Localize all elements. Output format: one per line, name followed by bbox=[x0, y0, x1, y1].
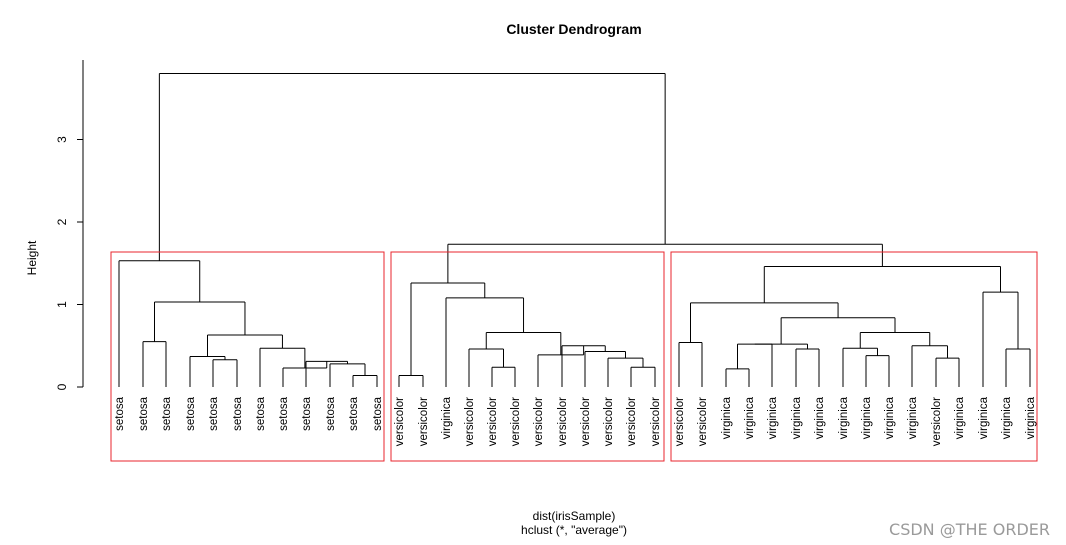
leaf-label: setosa bbox=[185, 396, 197, 430]
leaf-label: virginica bbox=[791, 396, 803, 439]
leaf-label: versicolor bbox=[418, 397, 430, 446]
chart-title: Cluster Dendrogram bbox=[506, 21, 641, 37]
leaf-label: versicolor bbox=[487, 397, 499, 446]
leaf-label: virginica bbox=[441, 396, 453, 439]
leaf-label: versicolor bbox=[580, 397, 592, 446]
leaf-label: versicolor bbox=[533, 397, 545, 446]
leaf-label: virginica bbox=[884, 396, 896, 439]
cluster-boxes bbox=[110, 251, 1038, 462]
y-axis-label: Height bbox=[25, 240, 39, 275]
leaf-label: virginica bbox=[861, 396, 873, 439]
dendrogram-branches bbox=[118, 73, 1031, 387]
leaf-label: virginica bbox=[767, 396, 779, 439]
leaf-label: versicolor bbox=[510, 397, 522, 446]
leaf-label: versicolor bbox=[557, 397, 569, 446]
leaf-label: setosa bbox=[208, 396, 220, 430]
leaf-label: setosa bbox=[114, 396, 126, 430]
cluster-box bbox=[110, 251, 385, 462]
y-tick-label: 2 bbox=[55, 218, 69, 225]
x-axis-label-line-2: hclust (*, "average") bbox=[521, 523, 627, 537]
leaf-label: virginica bbox=[1025, 396, 1037, 439]
y-tick-label: 1 bbox=[55, 301, 69, 308]
leaf-labels: setosa setosa setosa setosa setosa setosa seto… bbox=[114, 396, 1037, 446]
leaf-label: setosa bbox=[301, 396, 313, 430]
leaf-label: virginica bbox=[838, 396, 850, 439]
leaf-label: virginica bbox=[814, 396, 826, 439]
leaf-label: virginica bbox=[978, 396, 990, 439]
leaf-label: setosa bbox=[255, 396, 267, 430]
leaf-label: versicolor bbox=[626, 397, 638, 446]
cluster-box bbox=[390, 251, 665, 462]
leaf-label: versicolor bbox=[603, 397, 615, 446]
y-tick-label: 0 bbox=[55, 383, 69, 390]
leaf-label: versicolor bbox=[464, 397, 476, 446]
x-axis-label-line-1: dist(irisSample) bbox=[533, 509, 616, 523]
leaf-label: versicolor bbox=[650, 397, 662, 446]
leaf-label: setosa bbox=[372, 396, 384, 430]
leaf-label: virginica bbox=[954, 396, 966, 439]
cluster-box bbox=[670, 251, 1038, 462]
y-tick-label: 3 bbox=[55, 136, 69, 143]
leaf-label: virginica bbox=[1001, 396, 1013, 439]
leaf-label: versicolor bbox=[674, 397, 686, 446]
watermark: CSDN @THE ORDER bbox=[889, 520, 1050, 539]
leaf-label: setosa bbox=[278, 396, 290, 430]
leaf-label: setosa bbox=[325, 396, 337, 430]
leaf-label: setosa bbox=[348, 396, 360, 430]
leaf-label: virginica bbox=[721, 396, 733, 439]
leaf-label: setosa bbox=[161, 396, 173, 430]
leaf-label: setosa bbox=[138, 396, 150, 430]
leaf-label: versicolor bbox=[931, 397, 943, 446]
leaf-label: virginica bbox=[907, 396, 919, 439]
leaf-label: versicolor bbox=[394, 397, 406, 446]
leaf-label: setosa bbox=[232, 396, 244, 430]
leaf-label: versicolor bbox=[697, 397, 709, 446]
y-axis: 0 1 2 3 bbox=[55, 60, 84, 390]
leaf-label: virginica bbox=[744, 396, 756, 439]
